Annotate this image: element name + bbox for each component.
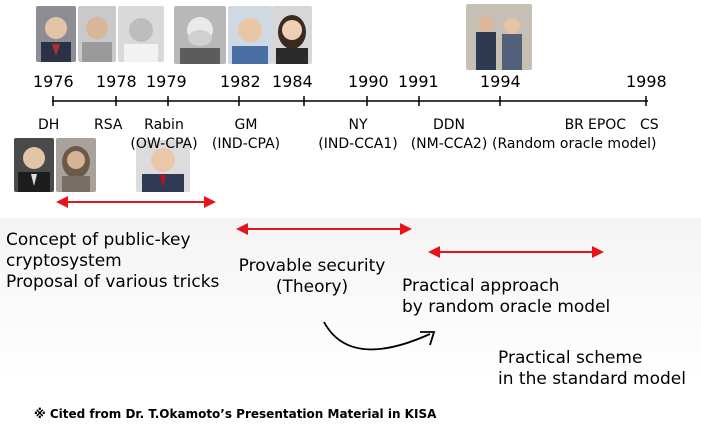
portrait-photo [174, 6, 226, 64]
event-br: BR(Random oracle model) [492, 117, 657, 152]
year-1984: 1984 [272, 72, 313, 91]
year-1982: 1982 [220, 72, 261, 91]
event-ny: NY(IND-CCA1) [318, 117, 398, 152]
portrait-photo [228, 6, 272, 64]
event-cs: CS [640, 117, 659, 133]
period-arrow-2 [236, 223, 412, 235]
event-rabin: Rabin(OW-CPA) [130, 117, 198, 152]
year-1990: 1990 [348, 72, 389, 91]
phase-concept: Concept of public-key cryptosystem Propo… [6, 230, 220, 292]
year-1978: 1978 [96, 72, 137, 91]
portrait-photo [14, 138, 54, 192]
event-gm: GM(IND-CPA) [211, 117, 281, 152]
portrait-photo [136, 140, 190, 192]
portrait-photo [118, 6, 164, 62]
period-arrow-3 [428, 246, 604, 258]
portrait-photo [36, 6, 76, 62]
year-1998: 1998 [626, 72, 667, 91]
year-1994: 1994 [480, 72, 521, 91]
phase-standard-model: Practical scheme in the standard model [498, 348, 686, 389]
year-1991: 1991 [398, 72, 439, 91]
event-rsa: RSA [94, 117, 123, 133]
transition-curve-arrow [323, 321, 436, 351]
year-1976: 1976 [33, 72, 74, 91]
event-dh: DH [38, 117, 60, 133]
period-arrow-1 [56, 196, 216, 208]
portrait-photo [466, 4, 532, 70]
portrait-photo [56, 138, 96, 192]
portrait-photo [272, 6, 312, 64]
phase-provable-security: Provable security (Theory) [238, 256, 386, 297]
lower-background [0, 218, 701, 435]
footnote-citation: ※ Cited from Dr. T.Okamoto’s Presentatio… [34, 407, 437, 421]
event-epoc: EPOC [588, 117, 627, 133]
portrait-photo [78, 6, 116, 62]
phase-random-oracle: Practical approach by random oracle mode… [402, 276, 611, 317]
year-1979: 1979 [146, 72, 187, 91]
event-ddn: DDN(NM-CCA2) [410, 117, 488, 152]
